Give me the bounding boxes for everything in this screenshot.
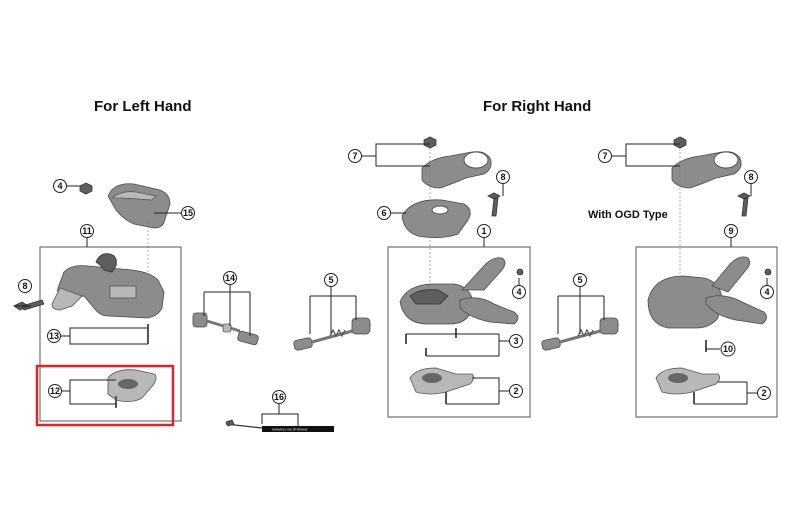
part-14-cable-stop bbox=[192, 312, 259, 346]
right-release-lever bbox=[461, 257, 506, 291]
svg-text:11: 11 bbox=[82, 226, 92, 236]
callout-10: 10 bbox=[720, 341, 736, 357]
part-8-bolt-ogd bbox=[737, 192, 751, 217]
callout-7-right: 7 bbox=[348, 149, 362, 163]
heading-right-hand: For Right Hand bbox=[483, 98, 592, 115]
right-main-lever bbox=[459, 297, 519, 325]
svg-text:8: 8 bbox=[748, 172, 753, 182]
callout-9: 9 bbox=[724, 224, 738, 238]
svg-text:8: 8 bbox=[500, 172, 505, 182]
callout-13: 13 bbox=[47, 329, 61, 343]
callout-4-right: 4 bbox=[512, 285, 526, 299]
svg-text:1: 1 bbox=[481, 226, 486, 236]
part-15-cover bbox=[107, 183, 171, 229]
ogd-type-assembly bbox=[541, 136, 778, 418]
svg-text:12: 12 bbox=[50, 386, 60, 396]
svg-text:5: 5 bbox=[577, 275, 582, 285]
svg-text:4: 4 bbox=[764, 287, 769, 297]
svg-text:3: 3 bbox=[513, 336, 518, 346]
part-2-plate-right bbox=[409, 367, 474, 395]
svg-text:4: 4 bbox=[516, 287, 521, 297]
svg-text:4: 4 bbox=[57, 181, 62, 191]
callout-12: 12 bbox=[48, 384, 62, 398]
callout-11: 11 bbox=[80, 224, 94, 238]
callout-15: 15 bbox=[181, 206, 195, 220]
callout-1: 1 bbox=[477, 224, 491, 238]
callout-4-ogd: 4 bbox=[760, 285, 774, 299]
part-6-cover bbox=[401, 199, 471, 238]
svg-text:8: 8 bbox=[22, 281, 27, 291]
heading-left-hand: For Left Hand bbox=[94, 98, 192, 115]
part-5-barrel-adjuster-right bbox=[293, 317, 371, 351]
callout-2-right: 2 bbox=[509, 384, 523, 398]
right-hand-assembly bbox=[293, 136, 531, 418]
part-5-barrel-adjuster-ogd bbox=[541, 317, 619, 351]
callout-8-right: 8 bbox=[496, 170, 510, 184]
frame-part-11 bbox=[39, 246, 182, 422]
callout-4-left: 4 bbox=[53, 179, 67, 193]
callout-5-right: 5 bbox=[324, 273, 338, 287]
svg-text:13: 13 bbox=[49, 331, 59, 341]
svg-text:14: 14 bbox=[225, 273, 235, 283]
frame-part-1 bbox=[387, 246, 531, 418]
ogd-release-lever bbox=[711, 256, 750, 293]
highlight-box-part-12 bbox=[35, 364, 175, 427]
svg-text:15: 15 bbox=[183, 208, 193, 218]
part-8-bolt-right bbox=[487, 192, 501, 217]
part-4-cap-left bbox=[79, 182, 93, 195]
callout-7-ogd: 7 bbox=[598, 149, 612, 163]
svg-text:2: 2 bbox=[761, 388, 766, 398]
callout-2-ogd: 2 bbox=[757, 386, 771, 400]
svg-text:6: 6 bbox=[381, 208, 386, 218]
callout-5-ogd: 5 bbox=[573, 273, 587, 287]
svg-text:7: 7 bbox=[602, 151, 607, 161]
frame-part-9 bbox=[635, 246, 778, 418]
svg-text:9: 9 bbox=[728, 226, 733, 236]
callout-8-left: 8 bbox=[18, 279, 32, 293]
part-2-plate-ogd bbox=[655, 367, 720, 395]
leader-lines bbox=[14, 143, 768, 428]
part-16-cable: SHIMANO SIS SP BRAKE bbox=[225, 419, 334, 432]
svg-text:2: 2 bbox=[513, 386, 518, 396]
ogd-main-lever bbox=[705, 295, 767, 325]
heading-ogd-type: With OGD Type bbox=[588, 209, 668, 221]
callout-16: 16 bbox=[272, 390, 286, 404]
svg-text:16: 16 bbox=[274, 392, 284, 402]
svg-text:7: 7 bbox=[352, 151, 357, 161]
svg-text:10: 10 bbox=[723, 344, 733, 354]
callout-14: 14 bbox=[223, 271, 237, 285]
callout-3: 3 bbox=[509, 334, 523, 348]
svg-text:5: 5 bbox=[328, 275, 333, 285]
callout-6: 6 bbox=[377, 206, 391, 220]
left-hand-assembly: SHIMANO SIS SP BRAKE bbox=[13, 182, 334, 432]
callout-8-ogd: 8 bbox=[744, 170, 758, 184]
cable-label: SHIMANO SIS SP BRAKE bbox=[272, 428, 307, 432]
